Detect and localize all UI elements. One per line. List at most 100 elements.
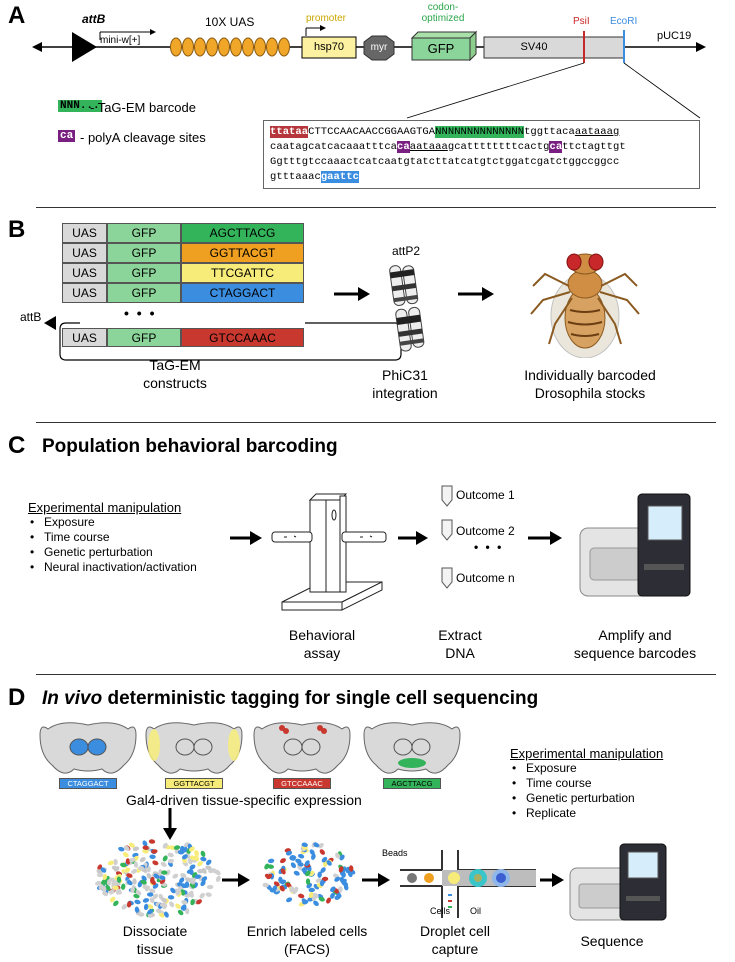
hsp70-box — [301, 36, 357, 59]
miniw-arrow-head — [150, 29, 156, 35]
miniw-label: mini-w[+] — [100, 35, 141, 46]
caption-assay: Behavioral assay — [288, 627, 356, 661]
polya-legend-swatch: ca — [58, 130, 76, 142]
gfp-cell: GFP — [107, 283, 181, 303]
uas-oval — [218, 37, 230, 57]
psil-label: PsiI — [573, 16, 590, 27]
uas-oval — [170, 37, 182, 57]
panel-c-arrows — [230, 531, 562, 545]
construct-dots: • • • — [124, 305, 157, 321]
brain-tag: GGTTACGT — [165, 778, 223, 789]
panel-c-letter: C — [8, 432, 26, 459]
gal4-caption: Gal4-driven tissue-specific expression — [126, 792, 362, 808]
uas-cell: UAS — [62, 243, 107, 263]
caption-stocks: Individually barcoded Drosophila stocks — [524, 367, 656, 401]
divider-cd — [36, 674, 716, 675]
uas-cell: UAS — [62, 223, 107, 243]
uas-oval — [254, 37, 266, 57]
fly-icon — [530, 253, 640, 358]
barcode-legend-text: - TaG-EM barcode — [90, 100, 196, 115]
uas-cell: UAS — [62, 263, 107, 283]
last-barcode-cell: GTCCAAAC — [181, 328, 304, 347]
panel-c-manip-item: Exposure — [28, 515, 197, 530]
brain-tag: CTAGGACT — [59, 778, 117, 789]
oil-label: Oil — [470, 906, 481, 916]
panel-c-manip-item: Neural inactivation/activation — [28, 560, 197, 575]
outcome-dots: • • • — [474, 540, 504, 554]
construct-map-diagram — [32, 25, 706, 119]
panel-b-arrows — [334, 287, 494, 301]
panel-d-manip-item: Replicate — [510, 806, 663, 821]
gfp-cell: GFP — [107, 263, 181, 283]
panel-a-letter: A — [8, 2, 26, 29]
sv40-label: SV40 — [520, 41, 548, 53]
promoter-label: promoter — [306, 13, 347, 24]
panel-d-title: In vivo deterministic tagging for single… — [42, 688, 539, 709]
brain-icon — [145, 722, 243, 774]
divider-bc — [36, 422, 716, 423]
chromosome-icon — [389, 265, 425, 352]
outcome-1: Outcome 1 — [456, 488, 515, 502]
attp2-label: attP2 — [392, 244, 421, 258]
sequence-line-2: caatagcatcacaaatttcacaaataaagcattttttttc… — [270, 141, 626, 153]
panel-d-manip-list: Experimental manipulation Exposure Time … — [510, 746, 663, 821]
caption-extract: Extract DNA — [438, 627, 482, 661]
panel-d-manip-header: Experimental manipulation — [510, 746, 664, 761]
uas-oval — [194, 37, 206, 57]
panel-d-manip-item: Genetic perturbation — [510, 791, 663, 806]
caption-integration: PhiC31 integration — [372, 367, 438, 401]
caption-sequence: Sequence — [580, 933, 644, 949]
caption-amplify: Amplify and sequence barcodes — [573, 627, 697, 661]
uas-oval — [206, 37, 218, 57]
sequencer-icon — [579, 493, 691, 597]
last-uas-cell: UAS — [62, 328, 107, 347]
polya-legend-text: - polyA cleavage sites — [80, 130, 206, 145]
barcode-cell: CTAGGACT — [181, 283, 304, 303]
gfp-cell: GFP — [107, 223, 181, 243]
caption-dissociate: Dissociate tissue — [122, 923, 188, 957]
attb-triangle — [72, 32, 97, 62]
attb-label: attB — [82, 12, 106, 26]
panel-c-manip-header: Experimental manipulation — [28, 500, 182, 515]
gfp-cell: GFP — [107, 243, 181, 263]
panel-d-manip-item: Exposure — [510, 761, 663, 776]
attb-b-triangle — [44, 316, 56, 330]
panel-d-manip-item: Time course — [510, 776, 663, 791]
last-gfp-cell: GFP — [107, 328, 181, 347]
brain-tag: AGCTTACG — [383, 778, 441, 789]
brain-tag: GTCCAAAC — [273, 778, 331, 789]
gfp-label: GFP — [427, 41, 455, 56]
uas-oval — [242, 37, 254, 57]
panel-d-letter: D — [8, 684, 26, 711]
uas-oval — [278, 37, 290, 57]
caption-enrich: Enrich labeled cells (FACS) — [246, 923, 368, 957]
puc19-label: pUC19 — [657, 30, 692, 42]
myr-octagon — [363, 35, 395, 61]
brain-icon — [39, 722, 137, 774]
panel-c-title: Population behavioral barcoding — [42, 436, 338, 457]
panel-c-manip-item: Genetic perturbation — [28, 545, 197, 560]
backbone-right-arrow — [696, 42, 706, 52]
uas-oval — [266, 37, 278, 57]
myr-label: myr — [370, 42, 388, 53]
barcode-cell: GGTTACGT — [181, 243, 304, 263]
codon-label: codon- optimized — [421, 2, 465, 24]
caption-constructs: TaG-EM constructs — [143, 357, 207, 391]
outcome-2: Outcome 2 — [456, 524, 515, 538]
uas-ovals — [170, 37, 290, 57]
barcode-legend-swatch: NNN... — [58, 100, 102, 112]
backbone-left-arrow — [32, 42, 42, 52]
sequence-line-3: Ggtttgtccaaactcatcaatgtatcttatcatgtctgga… — [270, 156, 620, 168]
sequence-box: ttataaCTTCCAACAACCGGAAGTGANNNNNNNNNNNNNN… — [263, 120, 700, 189]
outcome-n: Outcome n — [456, 571, 515, 585]
barcode-cell: TTCGATTC — [181, 263, 304, 283]
brain-icon — [363, 722, 461, 774]
attb-b-label: attB — [20, 310, 42, 324]
gfp-box — [411, 37, 471, 61]
divider-ab — [36, 207, 716, 208]
beads-label: Beads — [382, 848, 408, 858]
cells-label: Cells — [430, 906, 451, 916]
brain-icons — [39, 722, 461, 774]
panel-d-arrows — [222, 873, 564, 887]
dissociated-cells — [95, 839, 221, 919]
